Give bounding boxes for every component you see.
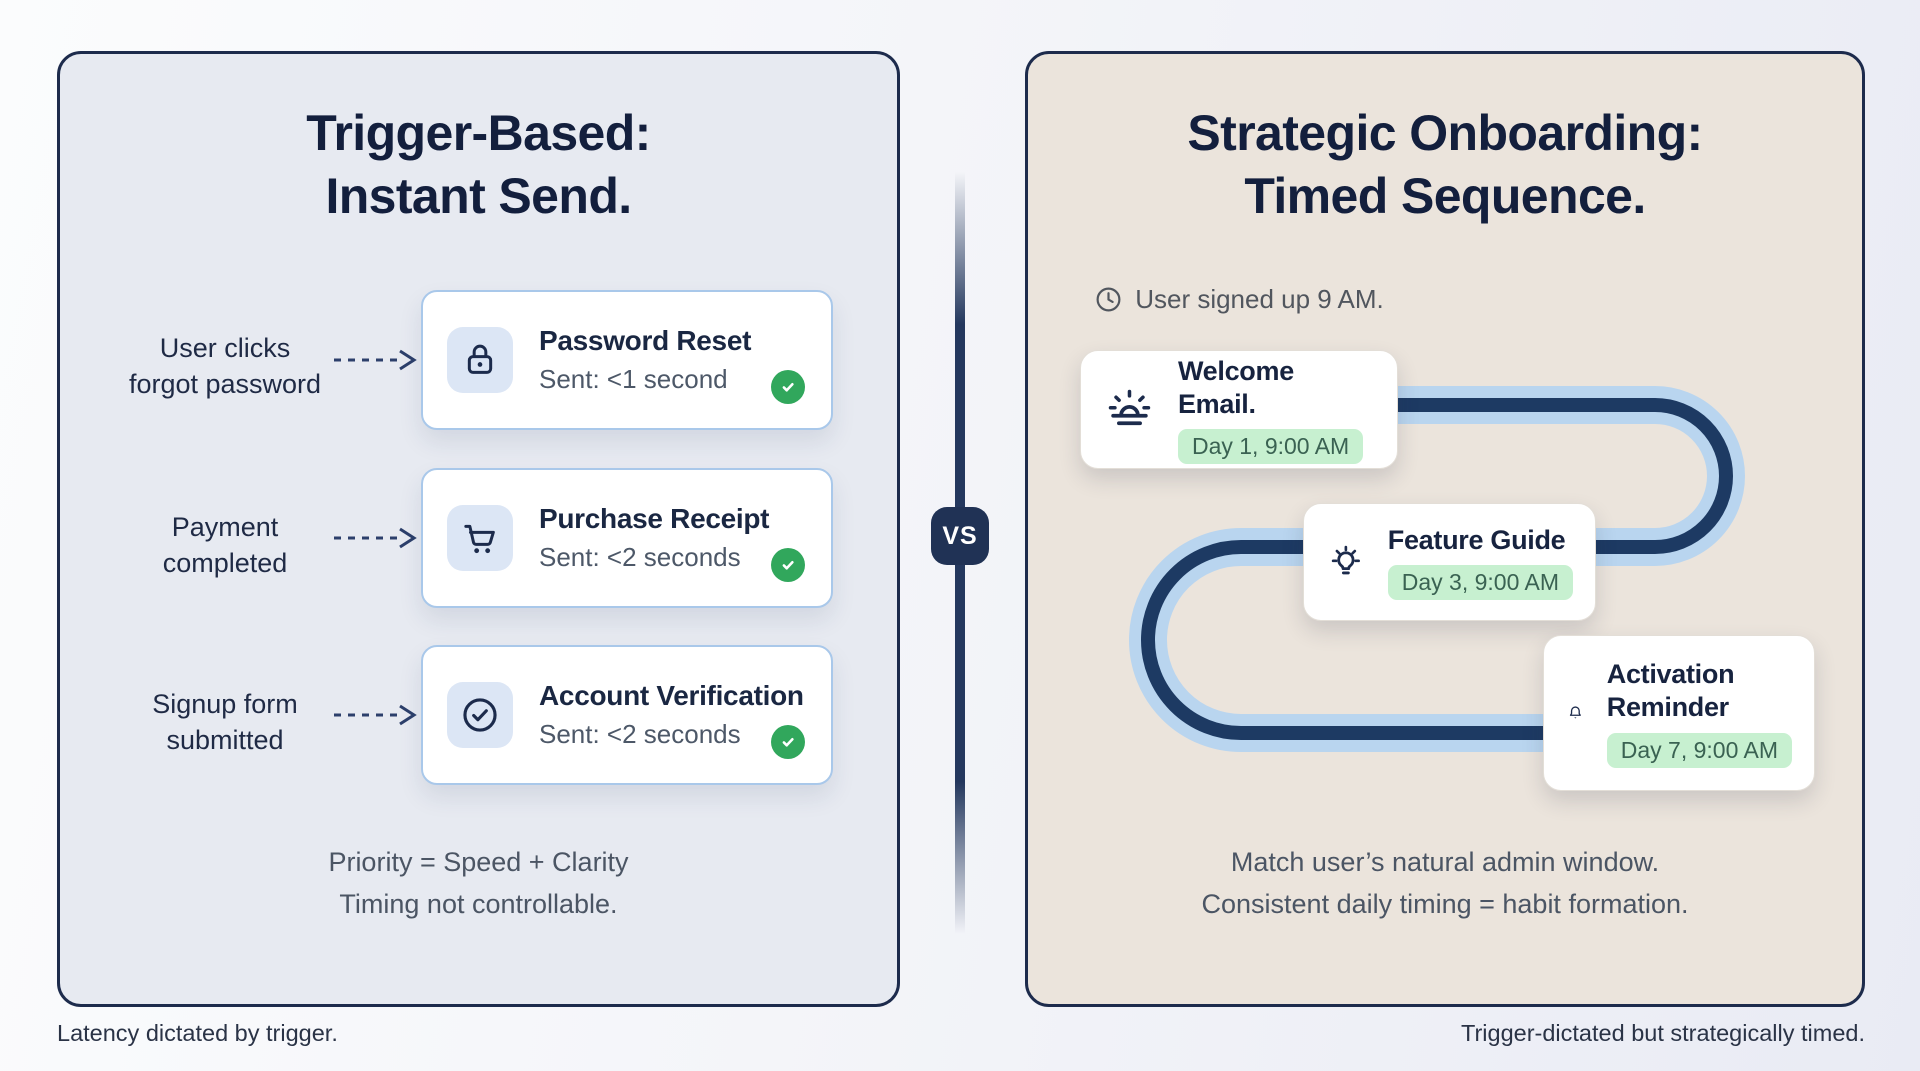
card-account-verification: Account Verification Sent: <2 seconds (421, 645, 833, 785)
right-panel-footer: Match user’s natural admin window. Consi… (1028, 842, 1862, 926)
trigger-label-line: Payment (171, 512, 279, 542)
clock-icon (1096, 287, 1121, 312)
left-title-line2: Instant Send. (325, 168, 632, 224)
card-title: Purchase Receipt (539, 503, 770, 534)
trigger-based-panel: Trigger-Based: Instant Send. User clicks… (57, 51, 900, 1007)
cart-icon (464, 524, 495, 554)
right-title-line2: Timed Sequence. (1244, 168, 1646, 224)
card-purchase-receipt: Purchase Receipt Sent: <2 seconds (421, 468, 833, 608)
left-panel-title: Trigger-Based: Instant Send. (60, 102, 897, 228)
dashed-arrow-icon (334, 349, 417, 371)
icon-tile (447, 327, 513, 393)
card-status: Sent: <2 seconds (539, 719, 741, 749)
trigger-label-signup: Signup form submitted (75, 687, 375, 758)
sent-check-icon (771, 370, 805, 404)
step-title: Feature Guide (1387, 524, 1566, 555)
day-badge: Day 7, 9:00 AM (1606, 732, 1792, 768)
right-caption: Trigger-dictated but strategically timed… (1460, 1020, 1865, 1046)
sent-check-icon (771, 725, 805, 759)
signup-note-text: User signed up 9 AM. (1135, 284, 1384, 314)
right-title-line1: Strategic Onboarding: (1187, 105, 1703, 161)
step-text: Welcome Email. Day 1, 9:00 AM (1177, 355, 1375, 465)
icon-tile (447, 682, 513, 748)
step-card-activation-reminder: Activation Reminder Day 7, 9:00 AM (1543, 635, 1815, 791)
card-status: Sent: <1 second (539, 364, 728, 394)
lightbulb-icon (1331, 545, 1360, 575)
card-text: Purchase Receipt Sent: <2 seconds (539, 503, 770, 573)
footer-line: Timing not controllable. (339, 888, 618, 919)
strategic-onboarding-panel: Strategic Onboarding: Timed Sequence. Us… (1025, 51, 1865, 1007)
dashed-arrow-icon (334, 527, 417, 549)
trigger-label-line: User clicks (159, 333, 291, 363)
footer-line: Priority = Speed + Clarity (328, 847, 629, 877)
left-panel-footer: Priority = Speed + Clarity Timing not co… (60, 842, 897, 926)
step-card-feature-guide: Feature Guide Day 3, 9:00 AM (1303, 503, 1596, 621)
vs-label: VS (942, 521, 978, 550)
sent-check-icon (771, 548, 805, 582)
step-text: Activation Reminder Day 7, 9:00 AM (1606, 658, 1792, 768)
lock-icon (467, 344, 493, 374)
check-circle-icon (463, 698, 497, 732)
footer-line: Consistent daily timing = habit formatio… (1201, 888, 1689, 919)
footer-line: Match user’s natural admin window. (1230, 847, 1660, 877)
step-title: Welcome Email. (1177, 355, 1294, 419)
right-panel-title: Strategic Onboarding: Timed Sequence. (1028, 102, 1862, 228)
trigger-label-forgot-password: User clicks forgot password (75, 331, 375, 402)
step-card-welcome-email: Welcome Email. Day 1, 9:00 AM (1080, 350, 1398, 469)
dashed-arrow-icon (334, 704, 417, 726)
card-password-reset: Password Reset Sent: <1 second (421, 290, 833, 430)
bell-icon (1569, 706, 1581, 719)
card-status: Sent: <2 seconds (539, 542, 741, 572)
card-title: Password Reset (539, 325, 752, 356)
left-title-line1: Trigger-Based: (306, 105, 651, 161)
day-badge: Day 3, 9:00 AM (1387, 565, 1573, 601)
trigger-label-line: submitted (166, 724, 284, 755)
vs-badge: VS (931, 507, 989, 565)
step-title: Activation Reminder (1606, 659, 1735, 722)
trigger-label-line: forgot password (128, 368, 322, 399)
signup-note: User signed up 9 AM. (1080, 284, 1398, 315)
sunrise-icon (1108, 389, 1151, 425)
trigger-label-line: completed (162, 547, 288, 578)
day-badge: Day 1, 9:00 AM (1177, 429, 1364, 465)
sequence-path (1129, 386, 1745, 752)
left-caption: Latency dictated by trigger. (57, 1020, 338, 1046)
card-title: Account Verification (539, 680, 804, 711)
trigger-label-line: Signup form (152, 689, 298, 719)
card-text: Account Verification Sent: <2 seconds (539, 680, 804, 750)
trigger-label-payment: Payment completed (75, 510, 375, 581)
card-text: Password Reset Sent: <1 second (539, 325, 751, 395)
step-text: Feature Guide Day 3, 9:00 AM (1387, 524, 1573, 601)
icon-tile (447, 505, 513, 571)
